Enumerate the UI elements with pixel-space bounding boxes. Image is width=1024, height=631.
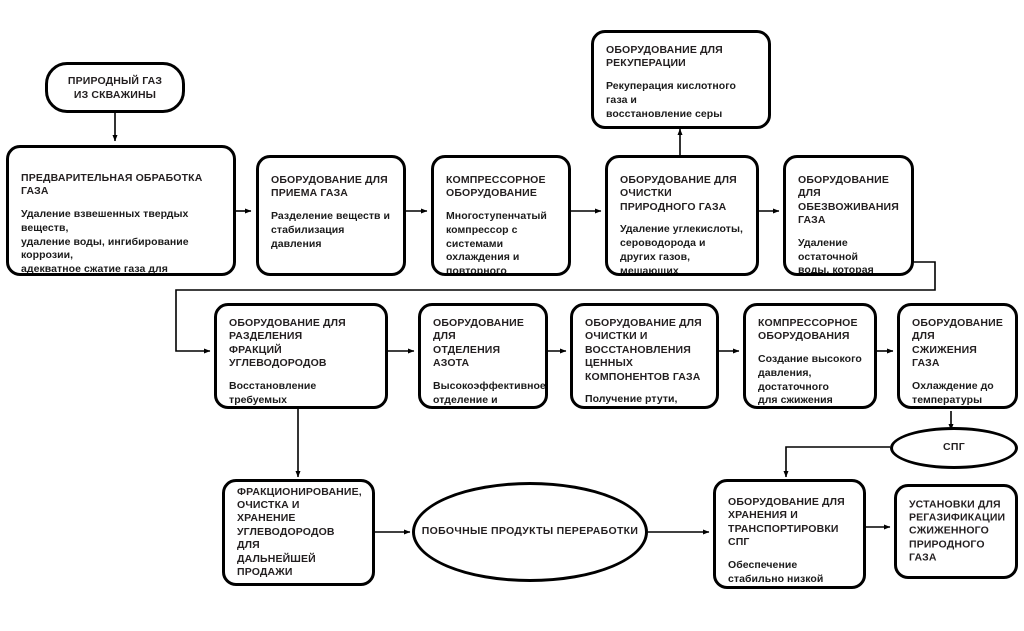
node-lng[interactable]: СПГ bbox=[890, 427, 1018, 469]
node-nitrogen-separation[interactable]: ОБОРУДОВАНИЕ ДЛЯ ОТДЕЛЕНИЯ АЗОТА Высокоэ… bbox=[418, 303, 548, 409]
node-fractionation[interactable]: ФРАКЦИОНИРОВАНИЕ, ОЧИСТКА И ХРАНЕНИЕ УГЛ… bbox=[222, 479, 375, 586]
node-fractionation-body: ФРАКЦИОНИРОВАНИЕ, ОЧИСТКА И ХРАНЕНИЕ УГЛ… bbox=[225, 485, 372, 579]
node-purification-description: Удаление углекислоты, сероводорода и дру… bbox=[620, 223, 743, 276]
node-reception[interactable]: ОБОРУДОВАНИЕ ДЛЯ ПРИЕМА ГАЗА Разделение … bbox=[256, 155, 406, 276]
node-liquefaction[interactable]: ОБОРУДОВАНИЕ ДЛЯ СЖИЖЕНИЯ ГАЗА Охлаждени… bbox=[897, 303, 1018, 409]
node-compressor-secondary-description: Создание высокого давления, достаточного… bbox=[758, 352, 862, 407]
node-fractionation-title: ФРАКЦИОНИРОВАНИЕ, ОЧИСТКА И ХРАНЕНИЕ УГЛ… bbox=[237, 485, 362, 579]
node-compressor-primary[interactable]: КОМПРЕССОРНОЕ ОБОРУДОВАНИЕ Многоступенча… bbox=[431, 155, 571, 276]
edge-lng-to-lng-storage bbox=[783, 446, 890, 478]
node-fraction-separation[interactable]: ОБОРУДОВАНИЕ ДЛЯ РАЗДЕЛЕНИЯ ФРАКЦИЙ УГЛЕ… bbox=[214, 303, 388, 409]
node-valuable-components-title: ОБОРУДОВАНИЕ ДЛЯ ОЧИСТКИ И ВОССТАНОВЛЕНИ… bbox=[585, 317, 702, 383]
node-regasification-body: УСТАНОВКИ ДЛЯ РЕГАЗИФИКАЦИИ СЖИЖЕННОГО П… bbox=[897, 498, 1015, 565]
node-pretreatment-title: ПРЕДВАРИТЕЛЬНАЯ ОБРАБОТКА ГАЗА bbox=[21, 172, 203, 198]
node-liquefaction-body: ОБОРУДОВАНИЕ ДЛЯ СЖИЖЕНИЯ ГАЗА Охлаждени… bbox=[900, 317, 1015, 406]
node-valuable-components[interactable]: ОБОРУДОВАНИЕ ДЛЯ ОЧИСТКИ И ВОССТАНОВЛЕНИ… bbox=[570, 303, 719, 409]
node-byproducts[interactable]: ПОБОЧНЫЕ ПРОДУКТЫ ПЕРЕРАБОТКИ bbox=[412, 482, 648, 582]
node-dehydration-body: ОБОРУДОВАНИЕ ДЛЯ ОБЕЗВОЖИВАНИЯ ГАЗА Удал… bbox=[786, 174, 911, 276]
node-liquefaction-title: ОБОРУДОВАНИЕ ДЛЯ СЖИЖЕНИЯ ГАЗА bbox=[912, 317, 1003, 370]
node-compressor-secondary-title: КОМПРЕССОРНОЕ ОБОРУДОВАНИЯ bbox=[758, 317, 858, 343]
node-source-title: ПРИРОДНЫЙ ГАЗ ИЗ СКВАЖИНЫ bbox=[67, 74, 163, 101]
node-nitrogen-separation-body: ОБОРУДОВАНИЕ ДЛЯ ОТДЕЛЕНИЯ АЗОТА Высокоэ… bbox=[421, 317, 546, 406]
node-recuperation-description: Рекуперация кислотного газа и восстановл… bbox=[606, 79, 736, 120]
node-reception-title: ОБОРУДОВАНИЕ ДЛЯ ПРИЕМА ГАЗА bbox=[271, 174, 388, 200]
node-nitrogen-separation-title: ОБОРУДОВАНИЕ ДЛЯ ОТДЕЛЕНИЯ АЗОТА bbox=[433, 317, 524, 370]
node-lng-storage[interactable]: ОБОРУДОВАНИЕ ДЛЯ ХРАНЕНИЯ И ТРАНСПОРТИРО… bbox=[713, 479, 866, 589]
node-nitrogen-separation-description: Высокоэффективное отделение и закачка аз… bbox=[433, 379, 546, 406]
node-fraction-separation-body: ОБОРУДОВАНИЕ ДЛЯ РАЗДЕЛЕНИЯ ФРАКЦИЙ УГЛЕ… bbox=[217, 317, 385, 406]
node-pretreatment[interactable]: ПРЕДВАРИТЕЛЬНАЯ ОБРАБОТКА ГАЗА Удаление … bbox=[6, 145, 236, 276]
node-regasification-title: УСТАНОВКИ ДЛЯ РЕГАЗИФИКАЦИИ СЖИЖЕННОГО П… bbox=[909, 497, 1006, 564]
node-reception-body: ОБОРУДОВАНИЕ ДЛЯ ПРИЕМА ГАЗА Разделение … bbox=[259, 174, 403, 251]
node-dehydration[interactable]: ОБОРУДОВАНИЕ ДЛЯ ОБЕЗВОЖИВАНИЯ ГАЗА Удал… bbox=[783, 155, 914, 276]
node-source[interactable]: ПРИРОДНЫЙ ГАЗ ИЗ СКВАЖИНЫ bbox=[45, 62, 185, 113]
node-reception-description: Разделение веществ и стабилизация давлен… bbox=[271, 209, 391, 250]
node-recuperation[interactable]: ОБОРУДОВАНИЕ ДЛЯ РЕКУПЕРАЦИИ Рекуперация… bbox=[591, 30, 771, 129]
node-valuable-components-body: ОБОРУДОВАНИЕ ДЛЯ ОЧИСТКИ И ВОССТАНОВЛЕНИ… bbox=[573, 317, 716, 406]
node-lng-storage-title: ОБОРУДОВАНИЕ ДЛЯ ХРАНЕНИЯ И ТРАНСПОРТИРО… bbox=[728, 496, 845, 549]
node-recuperation-body: ОБОРУДОВАНИЕ ДЛЯ РЕКУПЕРАЦИИ Рекуперация… bbox=[594, 44, 768, 121]
node-compressor-primary-title: КОМПРЕССОРНОЕ ОБОРУДОВАНИЕ bbox=[446, 174, 546, 200]
node-compressor-secondary-body: КОМПРЕССОРНОЕ ОБОРУДОВАНИЯ Создание высо… bbox=[746, 317, 874, 407]
node-compressor-secondary[interactable]: КОМПРЕССОРНОЕ ОБОРУДОВАНИЯ Создание высо… bbox=[743, 303, 877, 409]
node-lng-storage-body: ОБОРУДОВАНИЕ ДЛЯ ХРАНЕНИЯ И ТРАНСПОРТИРО… bbox=[716, 496, 863, 586]
node-liquefaction-description: Охлаждение до температуры -162С при адек… bbox=[912, 379, 994, 406]
node-fraction-separation-title: ОБОРУДОВАНИЕ ДЛЯ РАЗДЕЛЕНИЯ ФРАКЦИЙ УГЛЕ… bbox=[229, 317, 346, 370]
node-recuperation-title: ОБОРУДОВАНИЕ ДЛЯ РЕКУПЕРАЦИИ bbox=[606, 44, 723, 70]
node-compressor-primary-body: КОМПРЕССОРНОЕ ОБОРУДОВАНИЕ Многоступенча… bbox=[434, 174, 568, 276]
node-pretreatment-body: ПРЕДВАРИТЕЛЬНАЯ ОБРАБОТКА ГАЗА Удаление … bbox=[9, 172, 233, 276]
node-purification-title: ОБОРУДОВАНИЕ ДЛЯ ОЧИСТКИ ПРИРОДНОГО ГАЗА bbox=[620, 174, 737, 213]
node-regasification[interactable]: УСТАНОВКИ ДЛЯ РЕГАЗИФИКАЦИИ СЖИЖЕННОГО П… bbox=[894, 484, 1018, 579]
node-lng-title: СПГ bbox=[943, 441, 965, 454]
node-valuable-components-description: Получение ртути, гелия, водорода и други… bbox=[585, 393, 678, 406]
node-fraction-separation-description: Восстановление требуемых фракций для пос… bbox=[229, 379, 317, 406]
node-purification-body: ОБОРУДОВАНИЕ ДЛЯ ОЧИСТКИ ПРИРОДНОГО ГАЗА… bbox=[608, 174, 756, 276]
node-compressor-primary-description: Многоступенчатый компрессор с системами … bbox=[446, 209, 547, 276]
node-dehydration-description: Удаление остаточной воды, которая может … bbox=[798, 236, 874, 276]
node-byproducts-title: ПОБОЧНЫЕ ПРОДУКТЫ ПЕРЕРАБОТКИ bbox=[421, 525, 639, 538]
node-dehydration-title: ОБОРУДОВАНИЕ ДЛЯ ОБЕЗВОЖИВАНИЯ ГАЗА bbox=[798, 174, 899, 227]
node-pretreatment-description: Удаление взвешенных твердых веществ, уда… bbox=[21, 207, 189, 276]
node-source-body: ПРИРОДНЫЙ ГАЗ ИЗ СКВАЖИНЫ bbox=[48, 73, 182, 101]
node-lng-storage-description: Обеспечение стабильно низкой температуры… bbox=[728, 558, 824, 585]
node-purification[interactable]: ОБОРУДОВАНИЕ ДЛЯ ОЧИСТКИ ПРИРОДНОГО ГАЗА… bbox=[605, 155, 759, 276]
